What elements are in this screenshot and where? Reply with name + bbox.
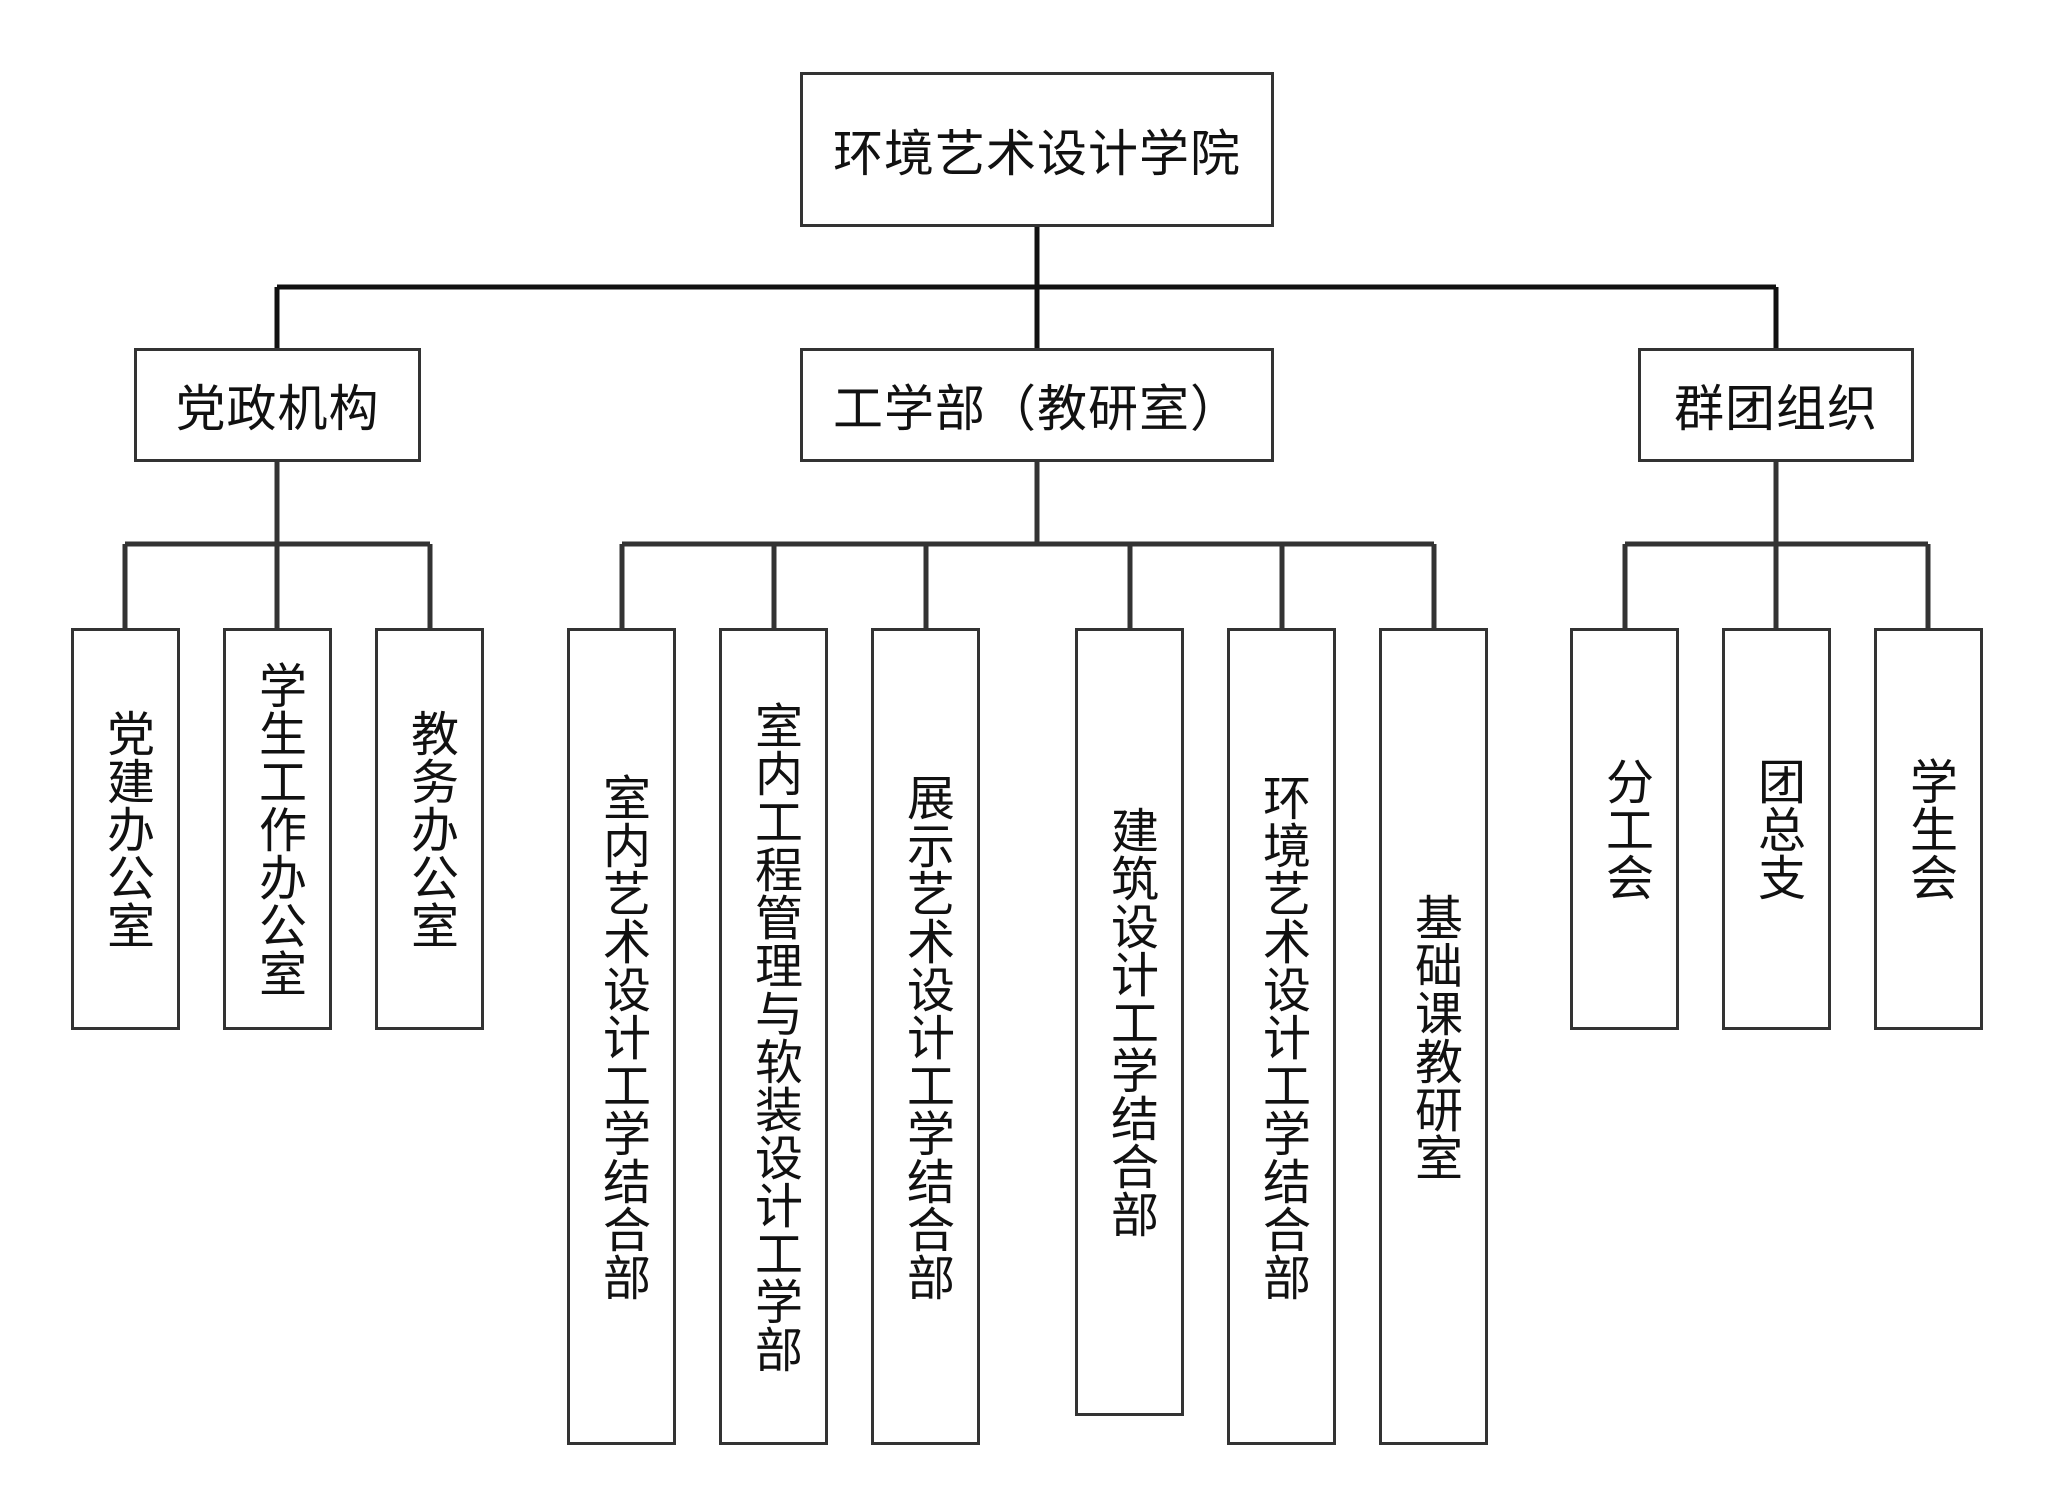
leaf-node-label: 基础课教研室	[1406, 892, 1462, 1181]
leaf-node-label: 室内工程管理与软装设计工学部	[746, 700, 802, 1373]
group-node-mass-org: 群团组织	[1638, 348, 1914, 462]
leaf-node-label: 党建办公室	[98, 709, 154, 949]
leaf-node-label: 学生会	[1901, 757, 1957, 901]
leaf-node: 教务办公室	[375, 628, 484, 1030]
group-node-label: 党政机构	[175, 380, 380, 438]
group-node-label: 工学部（教研室）	[833, 380, 1241, 438]
leaf-node-label: 教务办公室	[402, 709, 458, 949]
leaf-node: 学生会	[1874, 628, 1983, 1030]
leaf-node-label: 分工会	[1597, 757, 1653, 901]
leaf-node-label: 环境艺术设计工学结合部	[1254, 772, 1310, 1301]
leaf-node-label: 学生工作办公室	[250, 661, 306, 997]
group-node-party-admin: 党政机构	[134, 348, 421, 462]
leaf-node-label: 室内艺术设计工学结合部	[594, 772, 650, 1301]
leaf-node: 室内艺术设计工学结合部	[567, 628, 676, 1445]
leaf-node-label: 建筑设计工学结合部	[1102, 806, 1158, 1238]
group-node-engineering: 工学部（教研室）	[800, 348, 1274, 462]
root-node: 环境艺术设计学院	[800, 72, 1274, 227]
leaf-node-label: 团总支	[1749, 757, 1805, 901]
root-node-label: 环境艺术设计学院	[833, 124, 1241, 183]
leaf-node: 党建办公室	[71, 628, 180, 1030]
leaf-node: 建筑设计工学结合部	[1075, 628, 1184, 1416]
leaf-node: 展示艺术设计工学结合部	[871, 628, 980, 1445]
leaf-node: 环境艺术设计工学结合部	[1227, 628, 1336, 1445]
group-node-label: 群团组织	[1674, 380, 1878, 438]
leaf-node: 学生工作办公室	[223, 628, 332, 1030]
leaf-node: 分工会	[1570, 628, 1679, 1030]
leaf-node-label: 展示艺术设计工学结合部	[898, 772, 954, 1301]
leaf-node: 室内工程管理与软装设计工学部	[719, 628, 828, 1445]
leaf-node: 团总支	[1722, 628, 1831, 1030]
leaf-node: 基础课教研室	[1379, 628, 1488, 1445]
